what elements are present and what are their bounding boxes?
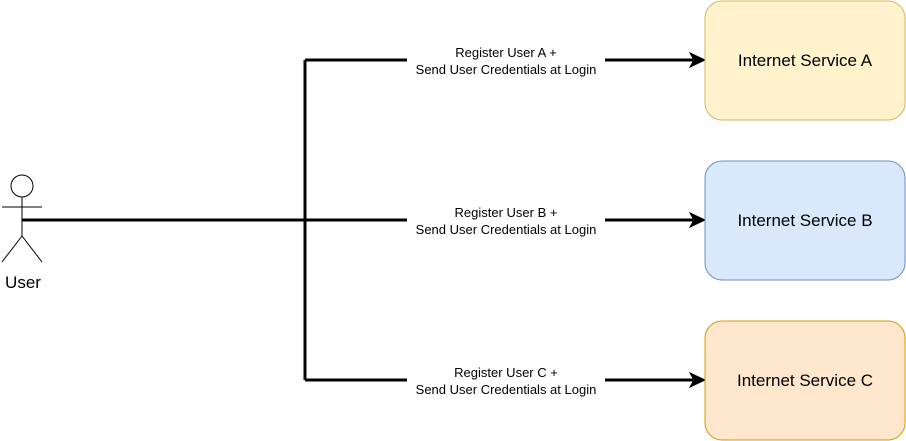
edge-label-b-line2: Send User Credentials at Login — [416, 222, 597, 237]
edge-label-b: Register User B + Send User Credentials … — [407, 203, 605, 238]
edge-label-c-background — [407, 363, 605, 398]
edge-b-arrowhead — [688, 211, 707, 229]
edge-c-arrowhead — [688, 371, 707, 389]
edge-label-a-line1: Register User A + — [455, 45, 557, 60]
edge-label-a-line2: Send User Credentials at Login — [416, 62, 597, 77]
actor-label: User — [5, 273, 41, 292]
edge-label-a-background — [407, 43, 605, 78]
actor-head-icon — [10, 174, 34, 198]
edge-label-b-line1: Register User B + — [455, 205, 558, 220]
service-box-c[interactable]: Internet Service C — [704, 320, 906, 441]
actor-right-leg-icon — [21, 235, 43, 263]
edge-a-arrowhead — [688, 51, 707, 69]
edge-label-c-line1: Register User C + — [454, 365, 558, 380]
edge-label-c: Register User C + Send User Credentials … — [407, 363, 605, 398]
edge-label-a: Register User A + Send User Credentials … — [407, 43, 605, 78]
service-box-c-label: Internet Service C — [737, 371, 873, 390]
user-actor: User — [1, 174, 43, 292]
service-box-b-shape — [704, 160, 906, 281]
service-box-a[interactable]: Internet Service A — [704, 0, 906, 121]
service-box-c-shape — [704, 320, 906, 441]
service-box-a-label: Internet Service A — [738, 51, 873, 70]
service-box-b-label: Internet Service B — [737, 211, 872, 230]
edge-label-c-line2: Send User Credentials at Login — [416, 382, 597, 397]
actor-left-leg-icon — [1, 235, 23, 263]
edge-label-b-background — [407, 203, 605, 238]
service-box-b[interactable]: Internet Service B — [704, 160, 906, 281]
service-box-a-shape — [704, 0, 906, 121]
